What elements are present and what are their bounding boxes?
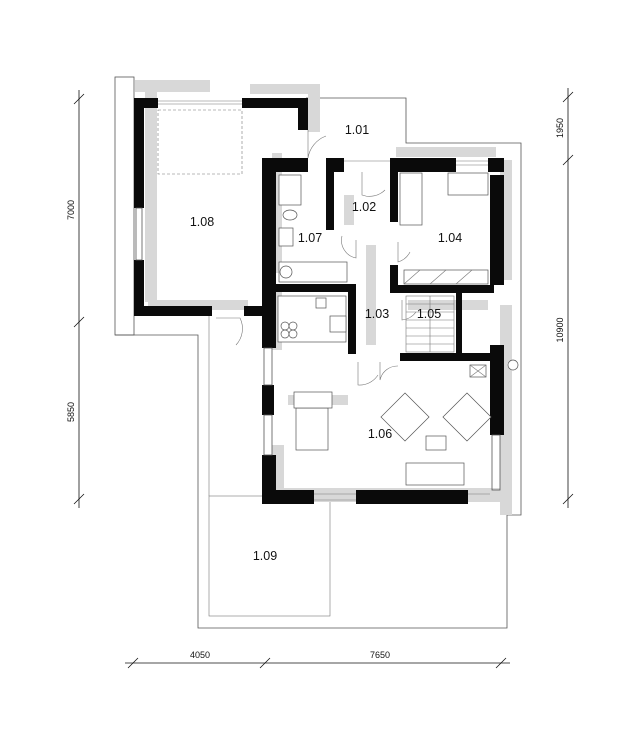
- room-label-1-02: 1.02: [352, 200, 376, 214]
- house-walls: [262, 158, 504, 504]
- dim-right-top: 1950: [555, 118, 565, 138]
- doors: [216, 130, 417, 386]
- dim-bottom-left: 4050: [190, 650, 210, 660]
- garage-walls: [134, 98, 308, 316]
- car-outline: [157, 109, 243, 175]
- dim-right-bottom: 10900: [555, 317, 565, 342]
- windows: [135, 100, 501, 501]
- room-label-1-01: 1.01: [345, 123, 369, 137]
- room-label-1-06: 1.06: [368, 427, 392, 441]
- terrace-outlines: [114, 76, 522, 629]
- staircase: [405, 295, 455, 353]
- dimension-lines: [73, 88, 574, 669]
- room-label-1-05: 1.05: [417, 307, 441, 321]
- room-label-1-09: 1.09: [253, 549, 277, 563]
- dimension-labels: 7000 5850 1950 10900 4050 7650: [66, 118, 565, 660]
- room-label-1-04: 1.04: [438, 231, 462, 245]
- dim-left-top: 7000: [66, 200, 76, 220]
- bathroom-fixtures: [278, 174, 348, 283]
- room-label-1-03: 1.03: [365, 307, 389, 321]
- room-label-1-08: 1.08: [190, 215, 214, 229]
- room-labels: 1.01 1.02 1.03 1.04 1.05 1.06 1.07 1.08 …: [190, 123, 462, 563]
- room-label-1-07: 1.07: [298, 231, 322, 245]
- dim-left-bottom: 5850: [66, 402, 76, 422]
- furniture: [277, 172, 519, 486]
- dim-bottom-right: 7650: [370, 650, 390, 660]
